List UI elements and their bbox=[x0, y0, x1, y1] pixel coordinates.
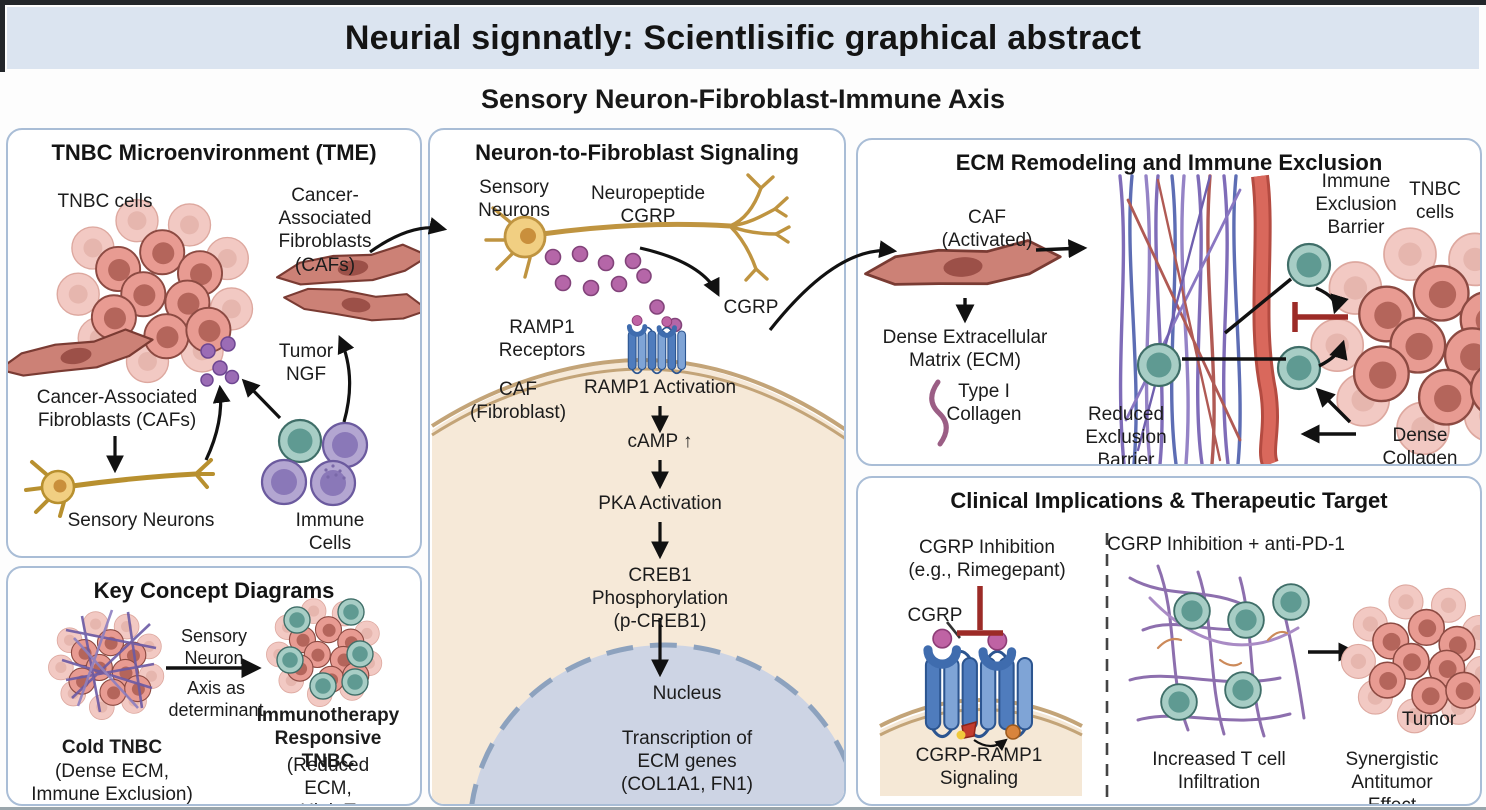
label-synergy: Synergistic Antitumor Effect bbox=[1345, 749, 1439, 806]
collagen-bundle-illustration bbox=[1118, 174, 1242, 464]
ngf-dots-icon bbox=[200, 336, 240, 387]
label-responsive-tnbc: Immunotherapy Responsive TNBC bbox=[256, 705, 400, 773]
fibroblast-illustration bbox=[281, 280, 420, 328]
label-nucleus: Nucleus bbox=[652, 683, 722, 704]
window-left-edge bbox=[0, 0, 5, 72]
infiltrating-tcells-icon bbox=[1160, 583, 1310, 721]
label-transcription: Transcription of ECM genes (COL1A1, FN1) bbox=[621, 728, 753, 796]
tnbc-cluster-illustration bbox=[1311, 228, 1482, 454]
label-cafs-left: Cancer-Associated Fibroblasts (CAFs) bbox=[36, 387, 198, 432]
vessel-inner bbox=[1254, 175, 1276, 464]
tcell-icon bbox=[1136, 342, 1182, 388]
inhibition-tbar-icon bbox=[1292, 302, 1348, 332]
signaling-illustration bbox=[430, 173, 844, 804]
label-cgrp-inhibition: CGRP Inhibition (e.g., Rimegepant) bbox=[908, 537, 1066, 582]
immune-cells-illustration bbox=[260, 418, 369, 507]
page-title: Neurial signnatly: Scientlisific graphic… bbox=[344, 18, 1142, 57]
label-cgrp-ramp1: CGRP-RAMP1 Signaling bbox=[915, 745, 1043, 790]
tme-illustration bbox=[8, 130, 420, 518]
label-dense-ecm: Dense Extracellular Matrix (ECM) bbox=[882, 327, 1048, 372]
window-bottom-edge bbox=[0, 807, 1486, 810]
g-protein-icons bbox=[956, 720, 1021, 752]
label-caf-activated: CAF (Activated) bbox=[941, 207, 1033, 252]
sensory-neuron-illustration bbox=[24, 458, 215, 518]
label-step-camp: cAMP ↑ bbox=[627, 431, 693, 452]
panel-signaling: Neuron-to-Fibroblast Signaling bbox=[428, 128, 846, 806]
tme-arrows bbox=[106, 335, 355, 474]
label-arrow-bottom: Axis as determinant bbox=[168, 678, 264, 720]
label-immune-exclusion-barrier: Immune Exclusion Barrier bbox=[1315, 171, 1397, 239]
label-tnbc-cells: TNBC cells bbox=[1409, 179, 1461, 224]
label-step-creb1: CREB1 Phosphorylation (p-CREB1) bbox=[591, 565, 729, 633]
cgrp-dots-icon bbox=[544, 245, 683, 333]
sensory-neuron-illustration bbox=[484, 173, 791, 282]
label-cgrp: CGRP bbox=[723, 297, 779, 318]
ecm-illustration bbox=[862, 174, 1482, 464]
panel-ecm-remodeling: ECM Remodeling and Immune Exclusion bbox=[856, 138, 1482, 466]
panel-clinical-title: Clinical Implications & Therapeutic Targ… bbox=[950, 488, 1388, 513]
label-step-ramp1-activation: RAMP1 Activation bbox=[583, 377, 737, 398]
cgrp-release-arrow bbox=[639, 246, 720, 297]
label-step-pka: PKA Activation bbox=[598, 493, 722, 514]
title-bar: Neurial signnatly: Scientlisific graphic… bbox=[7, 7, 1479, 69]
collagen-fiber-icon bbox=[929, 379, 949, 447]
label-tumor-ngf: Tumor NGF bbox=[278, 341, 334, 386]
panel-tme-title: TNBC Microenvironment (TME) bbox=[51, 140, 377, 165]
nucleus-illustration bbox=[469, 642, 844, 804]
tcell-icon bbox=[1276, 345, 1322, 391]
label-tnbc-cells: TNBC cells bbox=[57, 191, 153, 212]
label-cgrp: CGRP bbox=[907, 605, 963, 626]
panel-key-concept: Key Concept Diagrams Sensory Neuron Axis… bbox=[6, 566, 422, 806]
label-dense-collagen: Dense Collagen Matrix bbox=[1382, 425, 1458, 466]
panel-key-title: Key Concept Diagrams bbox=[93, 578, 335, 603]
label-cafs-right: Cancer-Associated Fibroblasts (CAFs) bbox=[278, 185, 372, 276]
label-combo-therapy: CGRP Inhibition + anti-PD-1 bbox=[1107, 534, 1345, 555]
page-subtitle: Sensory Neuron-Fibroblast-Immune Axis bbox=[480, 84, 1006, 114]
inhibition-tbar-icon bbox=[957, 586, 1003, 636]
label-tumor: Tumor bbox=[1401, 709, 1457, 730]
barrier-lines bbox=[955, 239, 1356, 444]
panel-ecm-title: ECM Remodeling and Immune Exclusion bbox=[955, 150, 1383, 175]
ecm-mesh-icon bbox=[61, 609, 157, 713]
panel-tnbc-microenvironment: TNBC Microenvironment (TME) bbox=[6, 128, 422, 558]
window-top-edge bbox=[0, 0, 1486, 5]
clinical-illustration bbox=[879, 533, 1482, 800]
label-sensory-neurons: Sensory Neurons bbox=[67, 510, 215, 531]
label-cold-sub: (Dense ECM, Immune Exclusion) bbox=[31, 761, 193, 806]
label-arrow-top: Sensory Neuron bbox=[180, 626, 248, 668]
tcell-icon bbox=[1286, 242, 1332, 288]
label-neuropeptide-cgrp: Neuropeptide CGRP bbox=[590, 183, 706, 228]
label-type1-collagen: Type I Collagen bbox=[946, 381, 1022, 426]
label-reduced-barrier: Reduced Exclusion Barrier bbox=[1085, 404, 1167, 466]
label-immune-cells: Immune Cells (T cells, NK cells) bbox=[295, 510, 365, 555]
label-cold-tnbc: Cold TNBC bbox=[61, 737, 163, 758]
label-responsive-sub: (Reduced ECM, High T Cell Infiltration) bbox=[286, 755, 370, 804]
key-concept-illustration bbox=[8, 598, 422, 806]
label-tcell-infiltration: Increased T cell Infiltration bbox=[1152, 749, 1286, 794]
panel-signaling-title: Neuron-to-Fibroblast Signaling bbox=[475, 140, 799, 165]
panel-clinical-implications: Clinical Implications & Therapeutic Targ… bbox=[856, 476, 1482, 806]
label-ramp1-receptors: RAMP1 Receptors bbox=[498, 317, 586, 362]
label-sensory-neurons: Sensory Neurons bbox=[478, 177, 550, 222]
label-caf-fibroblast: CAF (Fibroblast) bbox=[469, 379, 567, 424]
